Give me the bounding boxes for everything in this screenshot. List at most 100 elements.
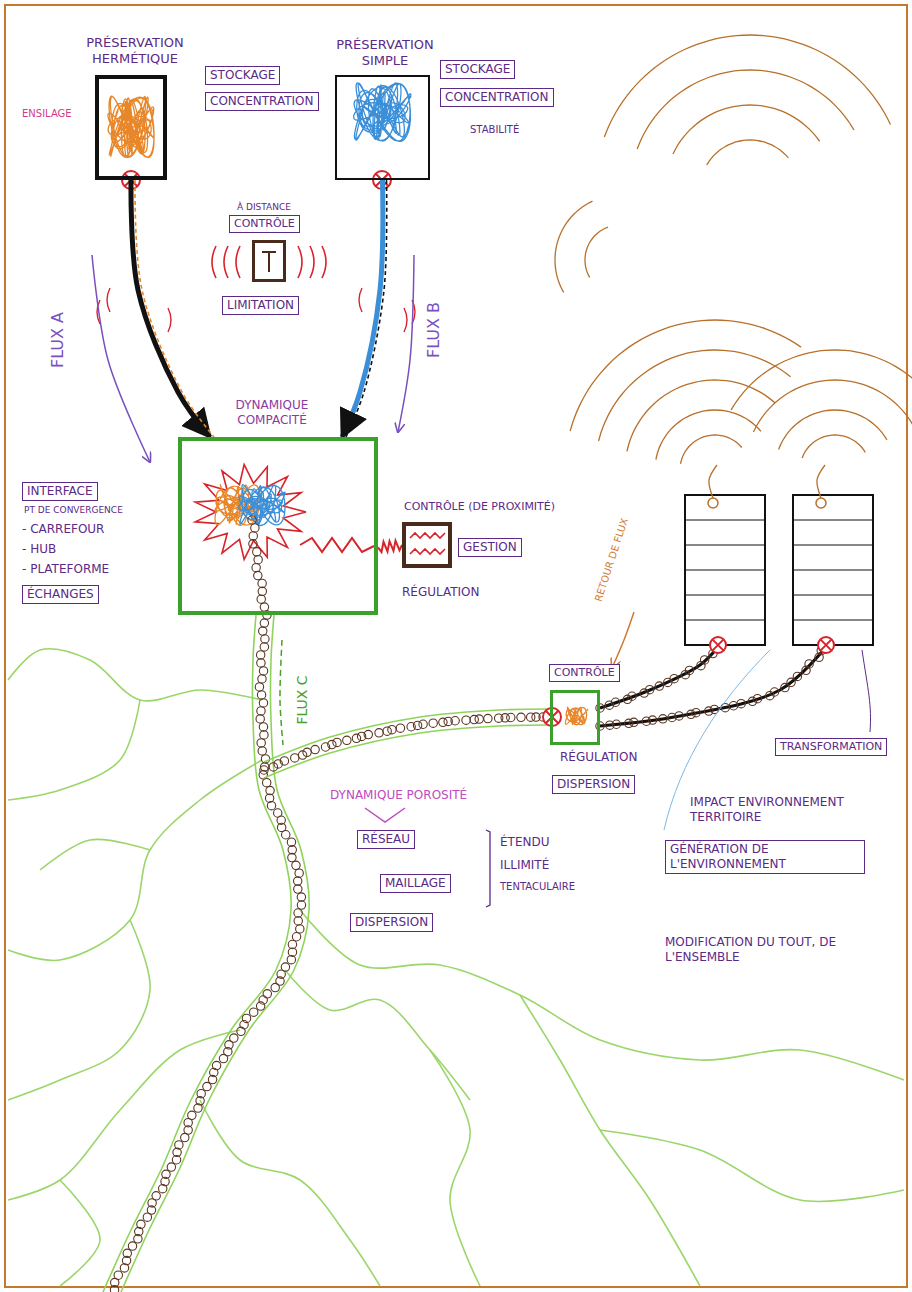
loop-mark <box>396 724 404 732</box>
flux-c-channel <box>121 615 309 1292</box>
annotation: - HUB <box>22 542 56 557</box>
loop-mark <box>120 1264 128 1272</box>
rack-shelf <box>793 570 873 571</box>
loop-mark <box>194 1104 202 1112</box>
annotation: RÉGULATION <box>402 585 480 600</box>
emission-arc <box>627 380 775 451</box>
loop-mark <box>252 563 260 571</box>
connector-group <box>131 180 214 437</box>
hub-box: DYNAMIQUE COMPACITÉ <box>178 437 378 615</box>
loop-mark <box>670 674 678 682</box>
loop-mark <box>271 983 279 991</box>
emission-arc <box>753 380 912 432</box>
loop-mark <box>311 745 319 753</box>
loop-mark <box>260 603 268 611</box>
annotation: ÉTENDU <box>500 835 550 850</box>
loop-mark <box>748 697 756 705</box>
loop-mark <box>288 853 296 861</box>
network-branch <box>200 1100 380 1286</box>
loop-mark <box>294 909 302 917</box>
loop-mark <box>462 716 470 724</box>
rack-shelf <box>685 545 765 546</box>
loop-mark <box>294 885 302 893</box>
loop-mark <box>172 1156 180 1164</box>
loop-mark <box>700 656 708 664</box>
direction-arrow <box>280 640 283 745</box>
loop-mark <box>675 712 683 720</box>
loop-mark <box>261 635 269 643</box>
loop-mark <box>293 877 301 885</box>
loop-mark <box>753 694 761 702</box>
connector-group <box>342 180 387 437</box>
flow-connector <box>342 180 383 437</box>
valve <box>818 637 834 653</box>
loop-mark <box>143 1213 151 1221</box>
loop-mark <box>259 723 267 731</box>
loop-mark <box>628 692 636 700</box>
rack-shelf <box>685 570 765 571</box>
network-branch <box>8 920 150 1100</box>
loop-mark <box>248 516 256 524</box>
annotation: RETOUR DE FLUX <box>593 517 632 604</box>
boxed-keyword: ÉCHANGES <box>22 585 99 604</box>
node-heading: CONTRÔLE <box>549 664 620 682</box>
node-heading: DYNAMIQUE COMPACITÉ <box>222 398 322 428</box>
loop-mark <box>664 678 672 686</box>
loop-mark <box>269 763 277 771</box>
loop-mark <box>159 1184 167 1192</box>
signal-wave <box>404 308 407 332</box>
flow-label: FLUX A <box>48 312 68 368</box>
loop-mark <box>260 619 268 627</box>
direction-arrow <box>612 612 634 668</box>
loop-mark <box>257 595 265 603</box>
loop-mark <box>388 725 396 733</box>
network-branch <box>40 839 150 870</box>
loop-mark <box>254 556 262 564</box>
simple-content <box>354 83 411 141</box>
leader-line <box>862 650 871 732</box>
loop-mark <box>383 727 391 735</box>
boxed-keyword: INTERFACE <box>22 482 98 501</box>
signal-wave <box>310 246 314 278</box>
network-branch <box>8 649 262 701</box>
loop-mark <box>295 869 303 877</box>
loop-mark <box>181 1133 189 1141</box>
loop-mark <box>685 666 693 674</box>
node-heading: À DISTANCE <box>237 202 291 213</box>
network-branch <box>285 970 470 1100</box>
boxed-keyword: TRANSFORMATION <box>775 738 887 756</box>
rack-shelf <box>793 595 873 596</box>
annotation: STABILITÉ <box>470 124 519 137</box>
container-pipe-chain <box>596 646 826 730</box>
loop-mark <box>297 893 305 901</box>
container-rack <box>685 495 765 645</box>
control-box: CONTRÔLE (DE PROXIMITÉ) <box>402 522 452 568</box>
flow-texture <box>346 180 387 437</box>
loop-mark <box>296 925 304 933</box>
loop-mark <box>266 786 274 794</box>
control-mark <box>262 252 276 272</box>
loop-mark <box>687 710 695 718</box>
loop-mark <box>648 716 656 724</box>
loop-mark <box>429 719 437 727</box>
emission-arc <box>731 350 912 410</box>
loop-mark <box>287 838 295 846</box>
loop-mark <box>419 720 427 728</box>
loop-mark <box>249 1008 257 1016</box>
node-heading: PRÉSERVATION HERMÉTIQUE <box>65 35 205 68</box>
annotation: ILLIMITÉ <box>500 858 549 873</box>
loop-mark <box>255 683 263 691</box>
emission-arc <box>656 410 761 460</box>
loop-mark <box>364 730 372 738</box>
loop-mark <box>287 956 295 964</box>
loop-mark <box>256 715 264 723</box>
boxed-keyword: RÉSEAU <box>357 830 415 849</box>
loop-mark <box>128 1242 136 1250</box>
loop-mark <box>328 740 336 748</box>
loop-mark <box>262 778 270 786</box>
loop-mark <box>249 532 257 540</box>
loop-mark <box>805 660 813 668</box>
